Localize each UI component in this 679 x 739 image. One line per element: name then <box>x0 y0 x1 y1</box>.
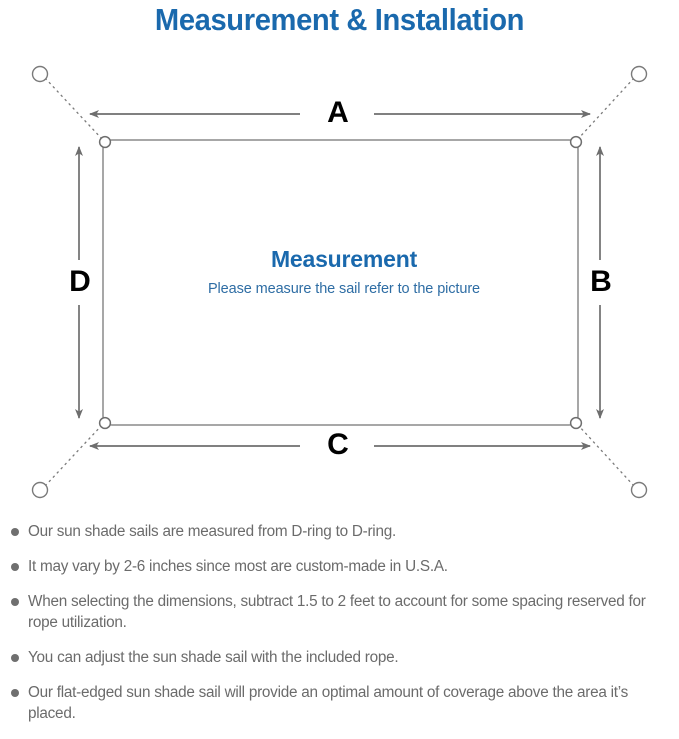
dimension-label-b: B <box>590 265 612 298</box>
top-right-d-ring <box>569 135 583 149</box>
top-right-anchor <box>630 65 648 83</box>
bullet-icon <box>11 654 19 662</box>
page-title: Measurement & Installation <box>154 2 525 37</box>
top-left-d-ring <box>98 135 112 149</box>
notes-list: Our sun shade sails are measured from D-… <box>0 521 679 738</box>
bottom-right-anchor <box>630 481 648 499</box>
top-left-anchor <box>31 65 49 83</box>
d-rings <box>98 135 583 430</box>
list-item: Our flat-edged sun shade sail will provi… <box>0 682 679 724</box>
anchor-points <box>31 65 648 499</box>
note-text: Our flat-edged sun shade sail will provi… <box>28 684 629 722</box>
sail-body <box>102 139 579 426</box>
bullet-icon <box>11 598 19 606</box>
rope-lines <box>44 77 635 487</box>
rope-line-bottom-left <box>44 424 103 487</box>
diagram-center-title: Measurement <box>271 246 418 272</box>
bottom-left-d-ring <box>98 416 112 430</box>
list-item: Our sun shade sails are measured from D-… <box>0 521 679 542</box>
dimension-label-c: C <box>327 428 349 461</box>
list-item: It may vary by 2-6 inches since most are… <box>0 556 679 577</box>
dimension-label-d: D <box>69 265 91 298</box>
diagram-center-subtitle: Please measure the sail refer to the pic… <box>208 281 480 297</box>
note-text: You can adjust the sun shade sail with t… <box>28 649 399 666</box>
rope-line-top-left <box>44 77 103 140</box>
list-item: You can adjust the sun shade sail with t… <box>0 647 679 668</box>
note-text: Our sun shade sails are measured from D-… <box>28 523 396 540</box>
bullet-icon <box>11 689 19 697</box>
bottom-right-d-ring <box>569 416 583 430</box>
rope-line-top-right <box>577 77 635 140</box>
bottom-left-anchor <box>31 481 49 499</box>
note-text: It may vary by 2-6 inches since most are… <box>28 558 448 575</box>
list-item: When selecting the dimensions, subtract … <box>0 591 679 633</box>
bullet-icon <box>11 563 19 571</box>
note-text: When selecting the dimensions, subtract … <box>28 593 646 631</box>
rope-line-bottom-right <box>577 424 635 487</box>
dimension-label-a: A <box>327 96 349 129</box>
sun-shade-sail-measurement-diagram: A C D B Measurement Please measure the s… <box>31 65 648 499</box>
bullet-icon <box>11 528 19 536</box>
